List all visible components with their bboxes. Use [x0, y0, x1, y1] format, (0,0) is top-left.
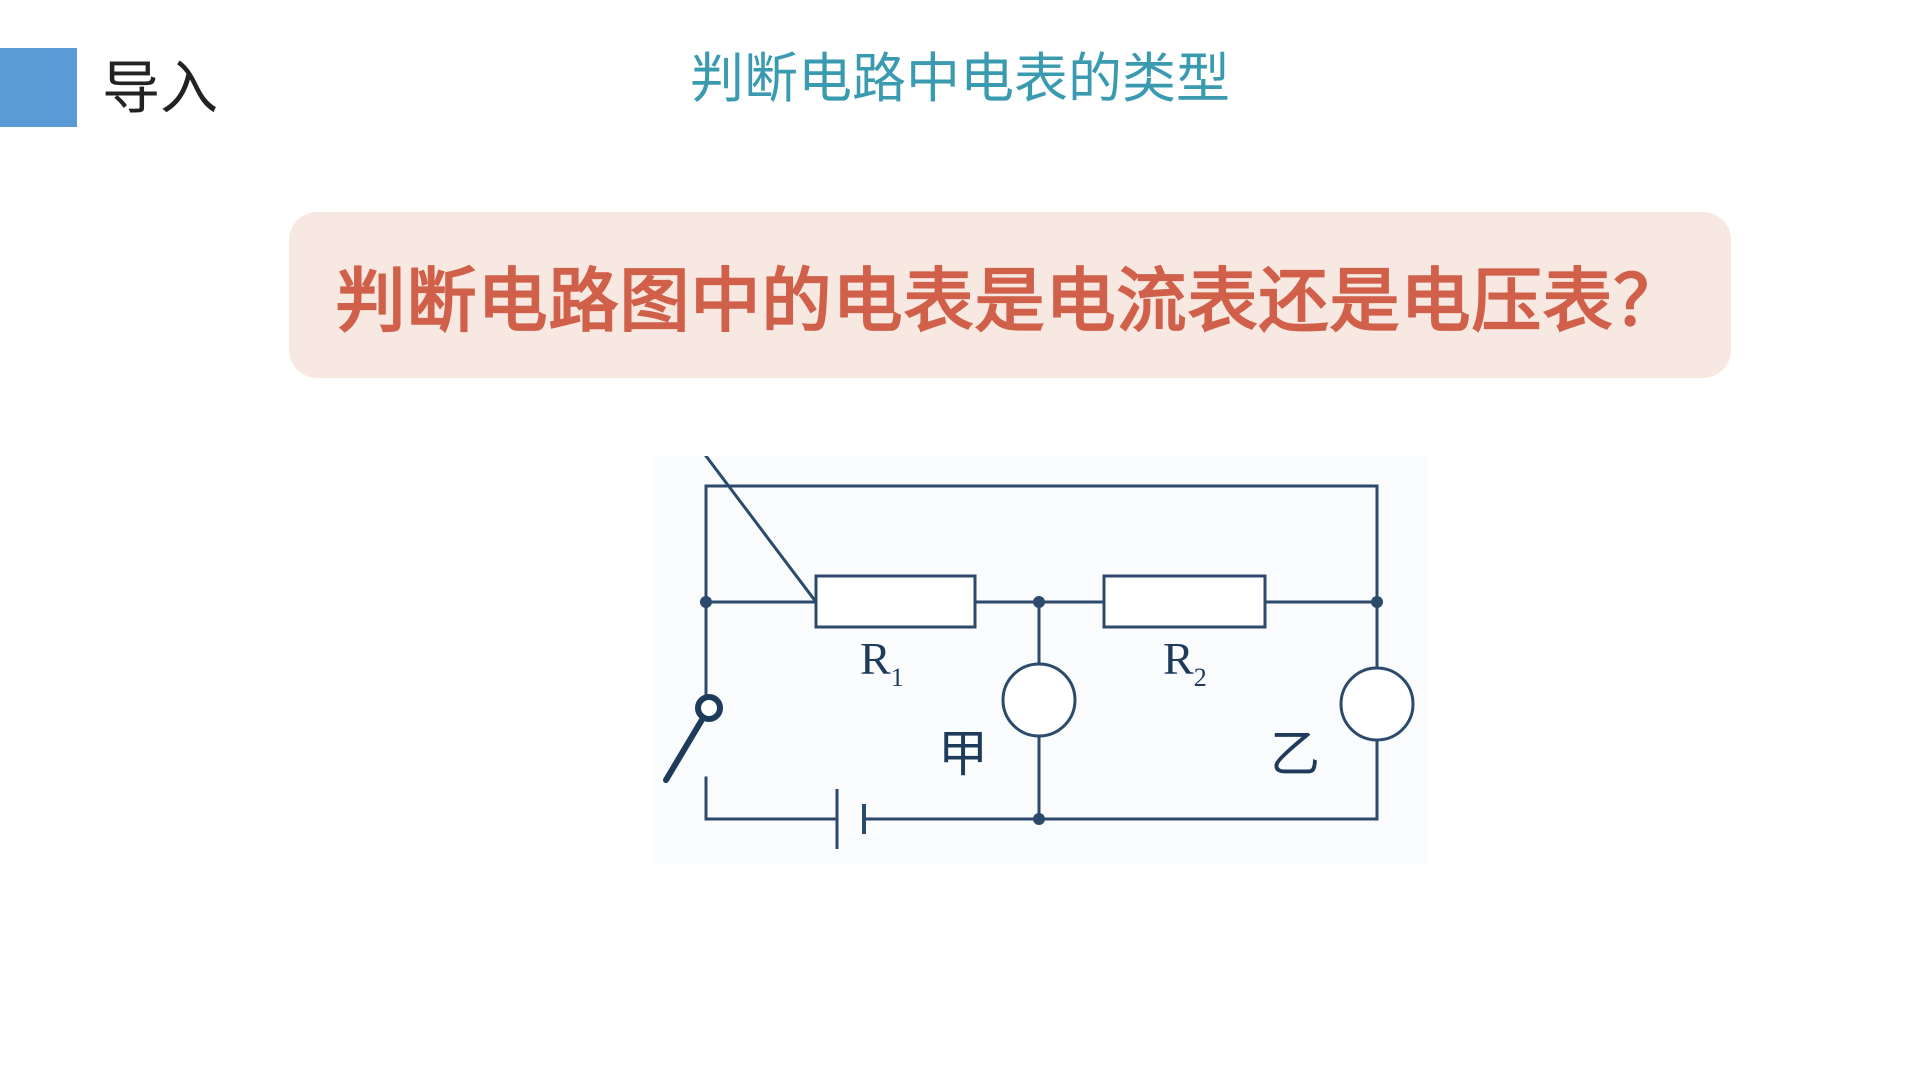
question-text: 判断电路图中的电表是电流表还是电压表？ — [335, 259, 1685, 342]
junction-bottom — [1033, 813, 1045, 825]
section-accent-block — [0, 48, 77, 127]
meter-1-label: 甲 — [938, 725, 988, 783]
junction-right — [1371, 596, 1383, 608]
switch-pivot — [695, 694, 723, 722]
meter-2-label: 乙 — [1270, 725, 1320, 783]
junction-left — [700, 596, 712, 608]
meter-1-circle — [1001, 662, 1077, 738]
resistor-r2 — [1102, 574, 1267, 629]
meter-2-circle — [1339, 666, 1415, 742]
switch-blade — [663, 715, 706, 783]
wire-left-r1 — [704, 456, 819, 605]
bottom-wire-left — [704, 776, 839, 821]
circuit-diagram: R1 R2 甲 乙 — [655, 456, 1428, 864]
page-title: 判断电路中电表的类型 — [690, 47, 1230, 110]
junction-middle — [1033, 596, 1045, 608]
section-label: 导入 — [102, 54, 219, 122]
question-box: 判断电路图中的电表是电流表还是电压表？ — [289, 212, 1731, 378]
resistor-r2-label: R2 — [1163, 633, 1207, 692]
top-wire — [704, 484, 1379, 604]
circuit-svg: R1 R2 甲 乙 — [663, 456, 1415, 849]
resistor-r1 — [814, 574, 977, 629]
resistor-r1-label: R1 — [860, 633, 904, 692]
